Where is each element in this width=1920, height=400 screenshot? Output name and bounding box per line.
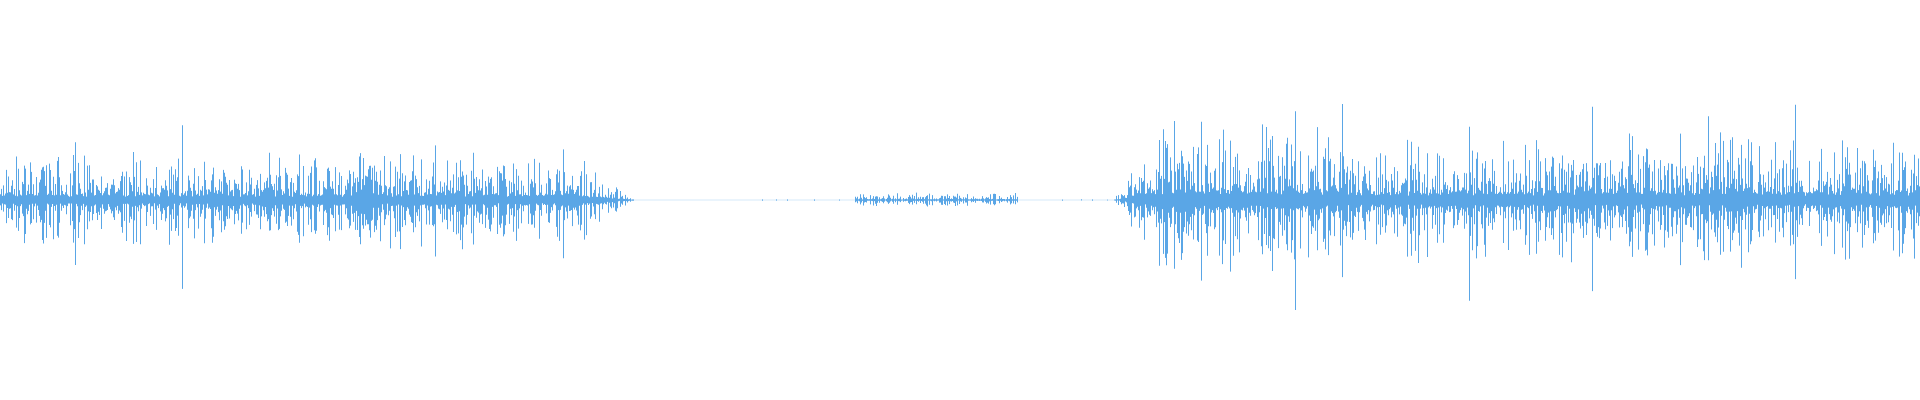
waveform-trace (0, 104, 1920, 310)
